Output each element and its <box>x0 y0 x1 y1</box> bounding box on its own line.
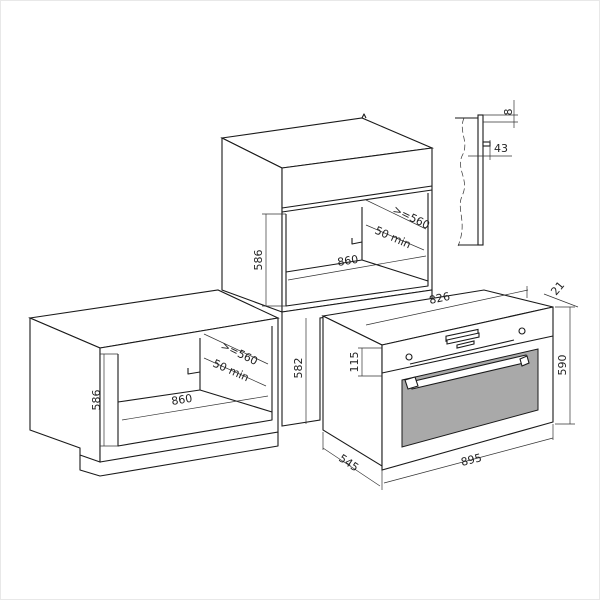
upper-width-label: 860 <box>336 253 359 269</box>
detail-inset: 8 43 <box>455 100 518 247</box>
lower-height-label: 586 <box>90 390 103 411</box>
detail-offset-label: 8 <box>502 109 515 116</box>
column-panel: 582 <box>281 289 433 427</box>
knob-right-icon <box>518 327 526 335</box>
oven-dims: 826 115 590 21 895 545 <box>322 279 579 490</box>
oven-panel-height-label: 115 <box>348 352 361 373</box>
oven-front-width-label: 895 <box>460 451 484 469</box>
oven-front-thickness-label: 21 <box>548 279 567 298</box>
column-height-label: 582 <box>292 358 305 379</box>
knob-left-icon <box>405 353 413 361</box>
detail-handle-depth-label: 43 <box>494 142 508 155</box>
oven <box>321 289 554 471</box>
upper-cabinet <box>220 113 435 313</box>
lower-cabinet <box>28 289 280 477</box>
oven-height-label: 590 <box>556 355 569 376</box>
upper-height-label: 586 <box>252 250 265 271</box>
oven-top-width-label: 826 <box>428 290 451 307</box>
lower-width-label: 860 <box>170 392 193 408</box>
